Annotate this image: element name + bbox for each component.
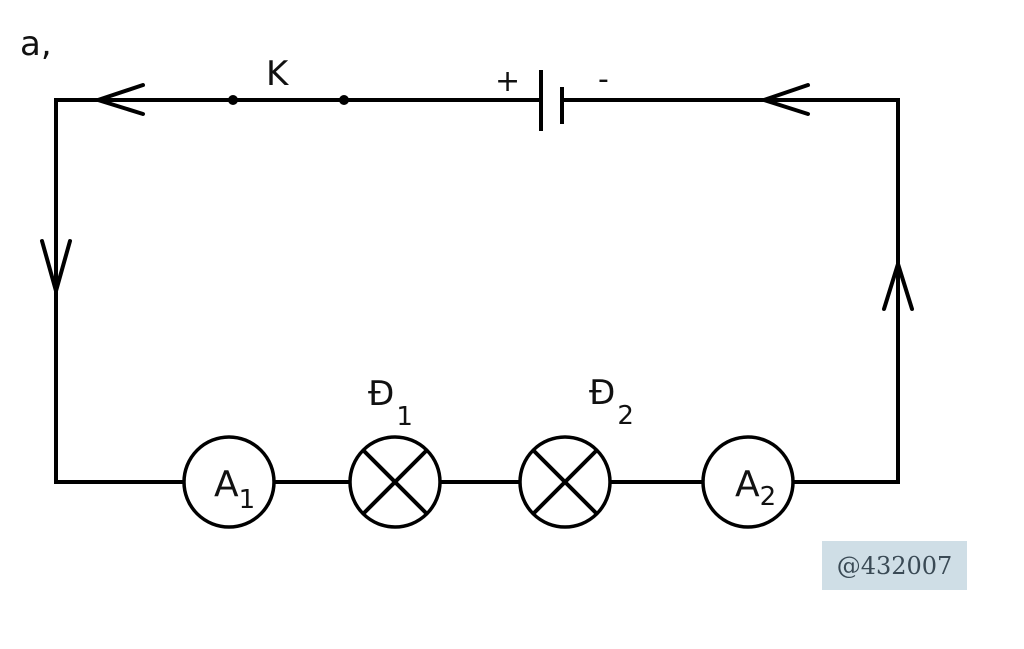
arrow-down-icon (40, 239, 72, 293)
ammeter-a2-circle (701, 435, 795, 529)
battery-minus-sign: - (598, 62, 609, 97)
arrow-left-icon (762, 83, 810, 116)
bulb-d2-filament (531, 448, 599, 516)
bulb-d1-filament (361, 448, 429, 516)
ammeter-a2-label: A2 (735, 464, 776, 512)
switch-k: K (228, 54, 349, 105)
bulb-d1: Đ1 (348, 374, 442, 529)
battery: + - (495, 62, 609, 131)
bulb-d1-label: Đ1 (368, 374, 413, 432)
bulb-d2-label: Đ2 (589, 373, 634, 431)
watermark: @432007 (822, 541, 967, 590)
bulb-d2: Đ2 (518, 373, 634, 529)
ammeter-a2: A2 (701, 435, 795, 529)
switch-terminal-right (339, 95, 349, 105)
switch-label: K (266, 54, 290, 94)
battery-plus-sign: + (495, 64, 520, 99)
part-label: a, (20, 24, 52, 64)
ammeter-a1-circle (182, 435, 276, 529)
arrow-left-icon (96, 83, 145, 116)
arrow-up-icon (882, 262, 914, 311)
switch-terminal-left (228, 95, 238, 105)
ammeter-a1: A1 (182, 435, 276, 529)
ammeter-a1-label: A1 (214, 464, 255, 515)
